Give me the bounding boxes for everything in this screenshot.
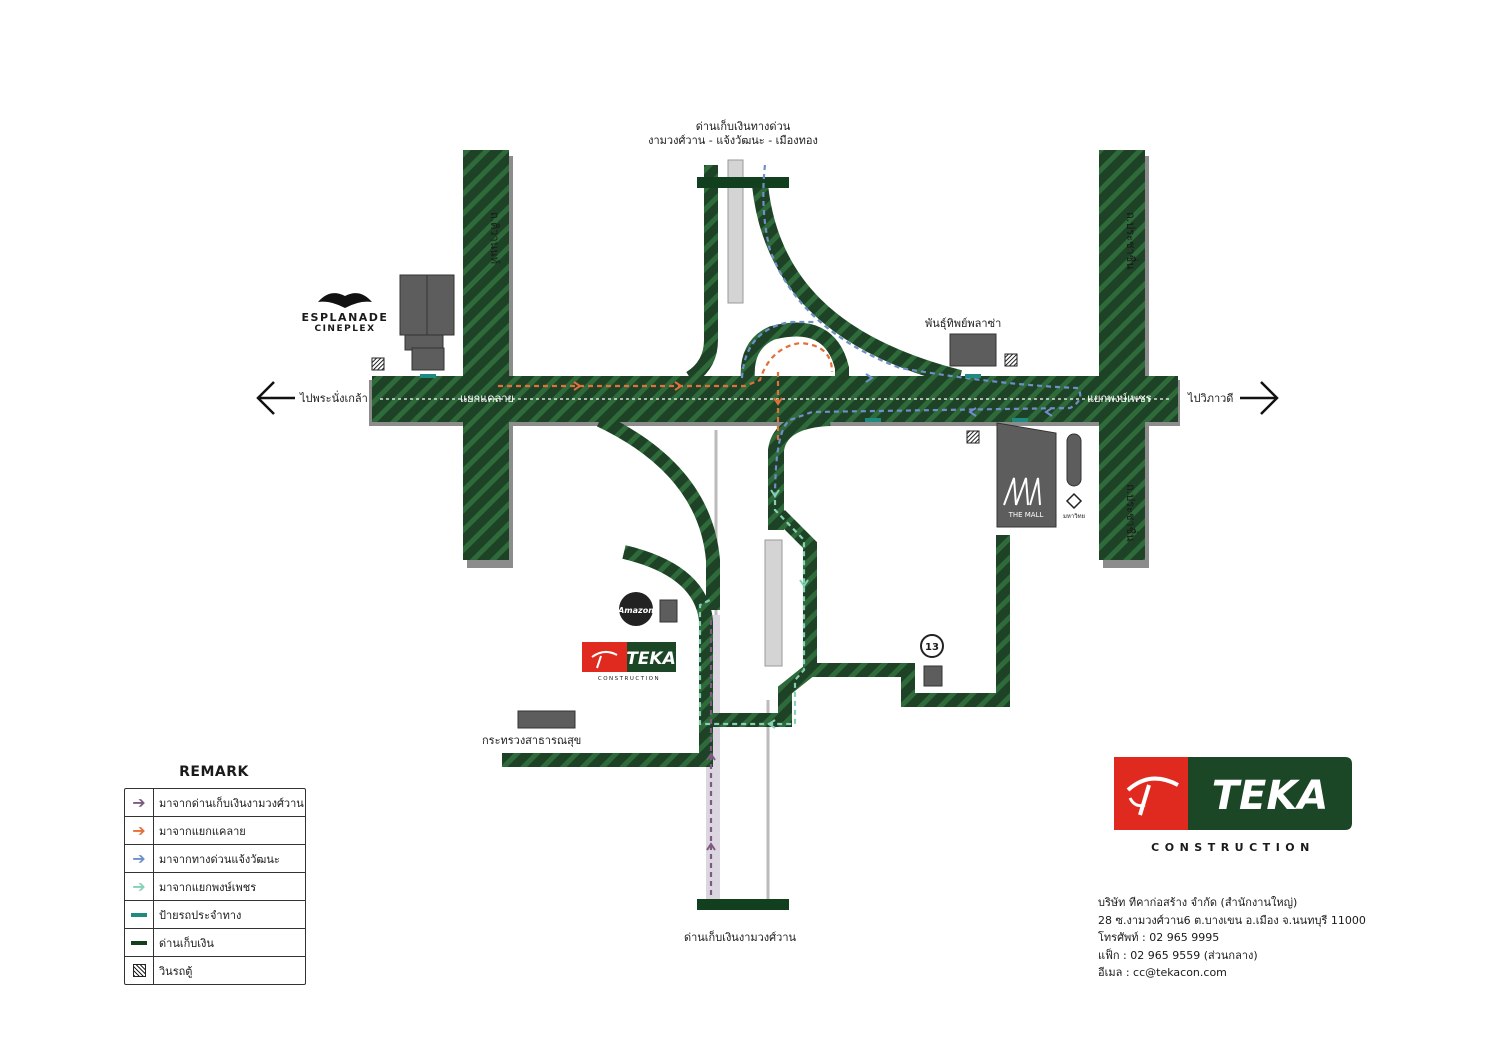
amazon-logo-icon bbox=[619, 592, 653, 626]
legend-symbol: ➔ bbox=[125, 817, 154, 844]
junction-right-label: แยกพงษ์เพชร bbox=[1087, 392, 1152, 405]
arrow-icon: ➔ bbox=[132, 792, 146, 812]
legend-row: ➔ มาจากแยกแคลาย bbox=[125, 816, 305, 844]
bar-icon bbox=[131, 912, 147, 917]
toll-gates bbox=[697, 177, 789, 910]
right-road-bottom-label: ถ.ประชาชื่น bbox=[1124, 484, 1139, 542]
esplanade-line1: ESPLANADE bbox=[302, 311, 389, 324]
mall-logo-icon bbox=[1003, 477, 1041, 506]
to-left-label: ไปพระนั่งเกล้า bbox=[299, 390, 368, 405]
company-name: บริษัท ทีคาก่อสร้าง จำกัด (สำนักงานใหญ่) bbox=[1098, 896, 1298, 909]
teka-small-label: TEKA bbox=[626, 649, 676, 669]
legend-row: ➔ มาจากทางด่วนแจ้งวัฒนะ bbox=[125, 844, 305, 872]
to-right-label: ไปวิภาวดี bbox=[1187, 392, 1233, 405]
legend-label: มาจากแยกพงษ์เพชร bbox=[159, 880, 257, 894]
legend-row: วินรถตู้ bbox=[125, 956, 305, 984]
legend-symbol bbox=[125, 929, 154, 956]
toll-bottom-label: ด่านเก็บเงินงามวงศ์วาน bbox=[684, 930, 797, 944]
arrow-icon: ➔ bbox=[132, 848, 146, 868]
legend-label: มาจากแยกแคลาย bbox=[159, 824, 246, 838]
direction-arrow-left-icon bbox=[256, 381, 295, 415]
legend: ➔ มาจากด่านเก็บเงินงามวงศ์วาน ➔ มาจากแยกแคล… bbox=[124, 788, 306, 985]
bus-stops bbox=[420, 374, 1028, 422]
ministry-label: กระทรวงสาธารณสุข bbox=[482, 734, 581, 747]
legend-row: ด่านเก็บเงิน bbox=[125, 928, 305, 956]
arrow-icon: ➔ bbox=[132, 876, 146, 896]
legend-row: ➔ มาจากแยกพงษ์เพชร bbox=[125, 872, 305, 900]
right-road-top-label: ถ.ประชาชื่น bbox=[1124, 212, 1139, 270]
ramps bbox=[502, 165, 1010, 767]
left-road-label: ถ.ติวานนท์ bbox=[488, 212, 501, 264]
map-labels: ด่านเก็บเงินทางด่วน งามวงศ์วาน - แจ้งวัฒ… bbox=[299, 119, 1328, 944]
legend-symbol bbox=[125, 957, 154, 984]
esplanade-logo-icon bbox=[318, 293, 372, 308]
amazon-label: Amazon bbox=[617, 606, 654, 615]
legend-row: ➔ มาจากด่านเก็บเงินงามวงศ์วาน bbox=[125, 789, 305, 816]
route-blue bbox=[740, 164, 1082, 501]
toll-top-line1: ด่านเก็บเงินทางด่วน bbox=[696, 119, 791, 133]
temple-icon bbox=[1065, 492, 1083, 510]
toll-top-line2: งามวงศ์วาน - แจ้งวัฒนะ - เมืองทอง bbox=[648, 134, 818, 147]
company-fax: แฟ็ก : 02 965 9559 (ส่วนกลาง) bbox=[1098, 948, 1258, 962]
company-email: อีเมล : cc@tekacon.com bbox=[1098, 966, 1227, 979]
legend-label: มาจากทางด่วนแจ้งวัฒนะ bbox=[159, 852, 280, 866]
direction-arrow-right-icon bbox=[1240, 381, 1279, 415]
legend-row: ป้ายรถประจำทาง bbox=[125, 900, 305, 928]
bar-icon bbox=[131, 940, 147, 945]
plaza-label: พันธุ์ทิพย์พลาซ่า bbox=[925, 317, 1001, 330]
coin-label: 13 bbox=[925, 642, 939, 653]
legend-label: วินรถตู้ bbox=[159, 964, 193, 978]
legend-label: ด่านเก็บเงิน bbox=[159, 936, 214, 950]
company-address: 28 ซ.งามวงศ์วาน6 ต.บางเขน อ.เมือง จ.นนทบ… bbox=[1098, 913, 1366, 927]
legend-title: REMARK bbox=[179, 764, 249, 780]
route-orange bbox=[498, 341, 834, 440]
arrow-icon: ➔ bbox=[132, 820, 146, 840]
temple-label: มหาวิทย bbox=[1063, 513, 1085, 520]
legend-symbol: ➔ bbox=[125, 873, 154, 900]
route-arrowheads bbox=[573, 373, 1053, 851]
teka-small-sub-label: CONSTRUCTION bbox=[598, 676, 660, 682]
legend-symbol bbox=[125, 901, 154, 928]
teka-brand-logo bbox=[1114, 757, 1352, 830]
legend-symbol: ➔ bbox=[125, 789, 154, 816]
junction-left-label: แยกแคลาย bbox=[460, 392, 514, 405]
van-stands bbox=[371, 353, 1018, 444]
brand-name: TEKA bbox=[1212, 773, 1329, 819]
hatch-icon bbox=[132, 964, 146, 977]
legend-symbol: ➔ bbox=[125, 845, 154, 872]
esplanade-line2: CINEPLEX bbox=[314, 324, 375, 334]
legend-label: ป้ายรถประจำทาง bbox=[159, 908, 242, 922]
teka-small-logo bbox=[582, 642, 676, 672]
buildings bbox=[399, 274, 1082, 729]
coin-logo-icon bbox=[920, 634, 944, 658]
company-info: บริษัท ทีคาก่อสร้าง จำกัด (สำนักงานใหญ่)… bbox=[1098, 894, 1366, 982]
mall-name-label: THE MALL bbox=[1008, 511, 1044, 519]
legend-label: มาจากด่านเก็บเงินงามวงศ์วาน bbox=[159, 796, 304, 810]
company-phone: โทรศัพท์ : 02 965 9995 bbox=[1098, 931, 1220, 944]
brand-sub: CONSTRUCTION bbox=[1151, 841, 1315, 854]
